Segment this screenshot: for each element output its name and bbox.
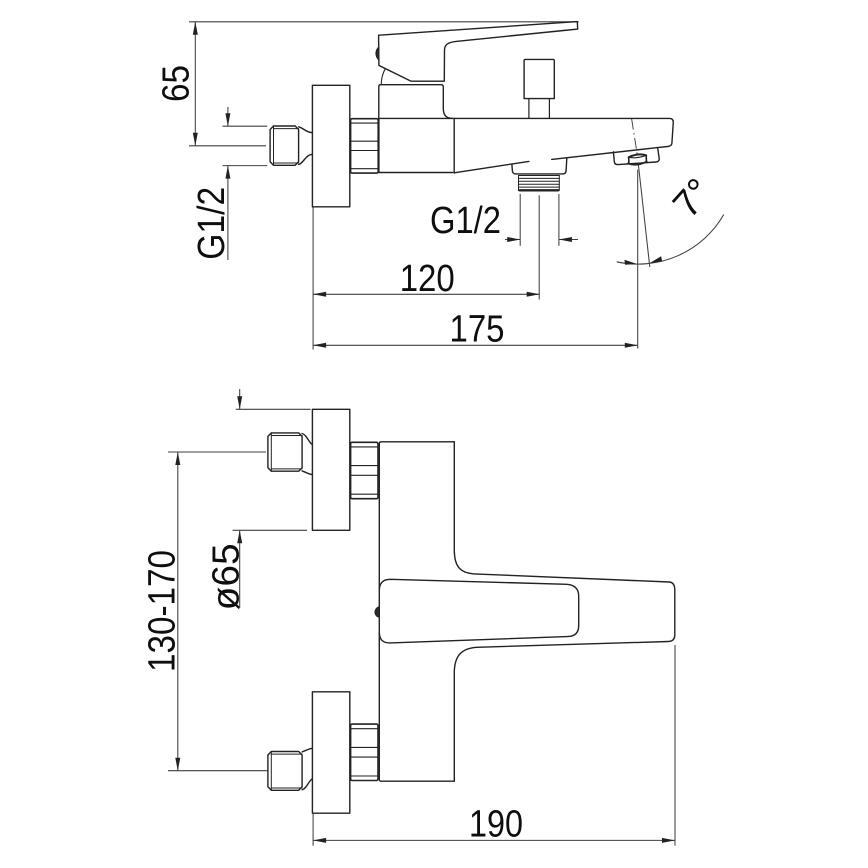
svg-text:G1/2: G1/2 (191, 187, 233, 260)
svg-text:175: 175 (450, 309, 505, 351)
svg-text:7°: 7° (665, 171, 721, 226)
svg-text:190: 190 (469, 803, 523, 845)
svg-text:120: 120 (400, 258, 455, 300)
svg-text:ø65: ø65 (206, 543, 248, 610)
svg-text:65: 65 (156, 65, 198, 102)
svg-text:G1/2: G1/2 (430, 200, 501, 242)
svg-text:130-170: 130-170 (142, 550, 184, 672)
